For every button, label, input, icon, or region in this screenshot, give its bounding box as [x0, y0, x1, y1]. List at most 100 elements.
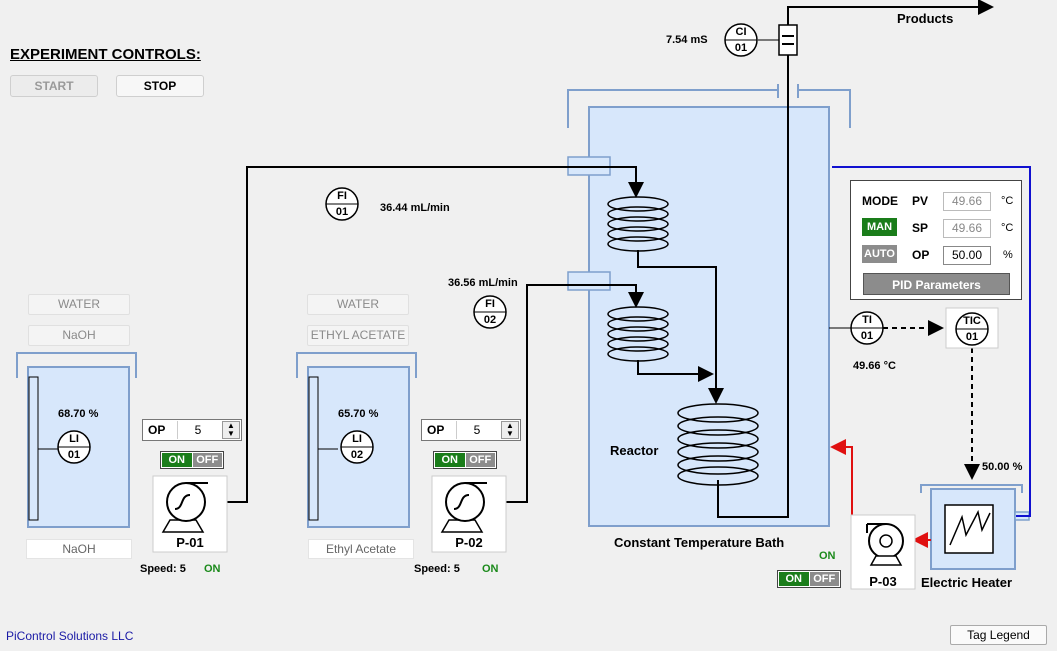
pid-mode-label: MODE — [862, 194, 898, 208]
coil-1 — [607, 196, 669, 252]
start-button[interactable]: START — [10, 75, 98, 97]
ci01-value: 7.54 mS — [666, 34, 708, 46]
pid-op-unit: % — [1003, 249, 1013, 261]
pump1-off-button[interactable]: OFF — [192, 453, 222, 467]
pump2-status: ON — [482, 563, 499, 575]
ci01-bubble — [724, 23, 758, 57]
pump1-on-button[interactable]: ON — [162, 453, 192, 467]
bath-label: Constant Temperature Bath — [614, 535, 785, 550]
pump3-on-button[interactable]: ON — [779, 572, 809, 586]
pid-sp-field[interactable]: 49.66 — [943, 219, 991, 238]
li02-tag-top: LI — [352, 433, 362, 445]
pid-panel: MODE MAN AUTO PV SP OP 49.66 49.66 50.00… — [850, 180, 1022, 300]
heater-label: Electric Heater — [921, 575, 1013, 590]
tank1-water-button[interactable]: WATER — [28, 294, 130, 315]
experiment-controls-title: EXPERIMENT CONTROLS: — [10, 46, 201, 63]
li01-tag-bottom: 01 — [67, 449, 81, 461]
pump3-name: P-03 — [869, 574, 897, 589]
pump-p02[interactable] — [431, 475, 507, 553]
tank1-naoh-button[interactable]: NaOH — [28, 325, 130, 346]
feed-line-2 — [487, 284, 644, 503]
pump-p01[interactable] — [152, 475, 228, 553]
pump3-status: ON — [819, 550, 836, 562]
company-label: PiControl Solutions LLC — [6, 629, 134, 643]
fi02-bubble — [473, 295, 507, 329]
li01-tag-top: LI — [69, 433, 79, 445]
bath-vessel — [567, 84, 851, 527]
coil-2 — [607, 306, 669, 362]
pid-auto-button[interactable]: AUTO — [862, 245, 897, 263]
fi01-tag-top: FI — [337, 190, 347, 202]
conductivity-cell — [758, 24, 798, 56]
fi01-bubble — [325, 187, 359, 221]
fi01-value: 36.44 mL/min — [380, 202, 450, 214]
ci01-tag-top: CI — [735, 26, 747, 38]
tic01-bubble — [945, 307, 999, 349]
fi01-tag-bottom: 01 — [335, 206, 349, 218]
pump1-name: P-01 — [176, 535, 204, 550]
reactor-coil — [677, 403, 759, 486]
li01-bubble — [57, 430, 91, 464]
pid-pv-label: PV — [912, 194, 929, 208]
product-line — [717, 0, 994, 518]
pid-parameters-button[interactable]: PID Parameters — [863, 273, 1010, 295]
tag-legend-button[interactable]: Tag Legend — [950, 625, 1047, 645]
feed-tank-2 — [296, 352, 417, 528]
pid-pv-unit: °C — [1001, 195, 1014, 207]
heater-vessel — [920, 484, 1030, 570]
pump1-op-input[interactable]: 5 — [177, 421, 218, 439]
reactor-label: Reactor — [610, 443, 659, 458]
pump1-toggle[interactable]: ON OFF — [160, 451, 224, 469]
pid-sp-unit: °C — [1001, 222, 1014, 234]
pump3-off-button[interactable]: OFF — [809, 572, 839, 586]
pump2-op-control: OP 5 ▲▼ — [421, 419, 521, 441]
feed-line-1 — [208, 166, 644, 503]
tic01-tag-top[interactable]: TIC — [963, 315, 981, 327]
pump2-op-input[interactable]: 5 — [456, 421, 497, 439]
li01-value: 68.70 % — [58, 408, 99, 420]
pump2-off-button[interactable]: OFF — [465, 453, 495, 467]
pump-p03[interactable] — [850, 514, 916, 590]
pid-op-label: OP — [912, 248, 930, 262]
pid-sp-label: SP — [912, 221, 929, 235]
ci01-tag-bottom: 01 — [734, 42, 748, 54]
pump1-op-label: OP — [148, 423, 166, 437]
tank2-contents-label: Ethyl Acetate — [308, 539, 414, 559]
pid-man-button[interactable]: MAN — [862, 218, 897, 236]
tank2-water-button[interactable]: WATER — [307, 294, 409, 315]
ti01-value: 49.66 °C — [853, 360, 896, 372]
tank2-ethyl-acetate-button[interactable]: ETHYL ACETATE — [307, 325, 409, 346]
ti01-tag-bottom: 01 — [860, 330, 874, 342]
pid-pv-field: 49.66 — [943, 192, 991, 211]
pump2-op-spinner-icon[interactable]: ▲▼ — [501, 421, 519, 439]
stop-button[interactable]: STOP — [116, 75, 204, 97]
pump2-speed: Speed: 5 — [414, 563, 460, 575]
pump1-op-control: OP 5 ▲▼ — [142, 419, 242, 441]
pid-op-field[interactable]: 50.00 — [943, 246, 991, 265]
coil1-outlet — [637, 250, 724, 404]
li02-value: 65.70 % — [338, 408, 379, 420]
heater-output: 50.00 % — [982, 461, 1023, 473]
ti01-tag-top: TI — [862, 314, 872, 326]
pump2-op-label: OP — [427, 423, 445, 437]
pump1-op-spinner-icon[interactable]: ▲▼ — [222, 421, 240, 439]
cold-return-line — [832, 166, 1031, 517]
coil2-outlet — [637, 360, 714, 382]
products-label: Products — [897, 11, 954, 26]
pump2-on-button[interactable]: ON — [435, 453, 465, 467]
pump3-toggle[interactable]: ON OFF — [777, 570, 841, 588]
pump1-status: ON — [204, 563, 221, 575]
pump2-toggle[interactable]: ON OFF — [433, 451, 497, 469]
fi02-tag-top: FI — [485, 298, 495, 310]
pump1-speed: Speed: 5 — [140, 563, 186, 575]
li02-tag-bottom: 02 — [350, 449, 364, 461]
fi02-value: 36.56 mL/min — [448, 277, 518, 289]
li02-bubble — [340, 430, 374, 464]
tank1-contents-label: NaOH — [26, 539, 132, 559]
tic01-tag-bottom[interactable]: 01 — [965, 331, 979, 343]
fi02-tag-bottom: 02 — [483, 314, 497, 326]
pump2-name: P-02 — [455, 535, 483, 550]
hot-supply-line — [830, 439, 881, 525]
ti01-bubble — [850, 311, 884, 345]
